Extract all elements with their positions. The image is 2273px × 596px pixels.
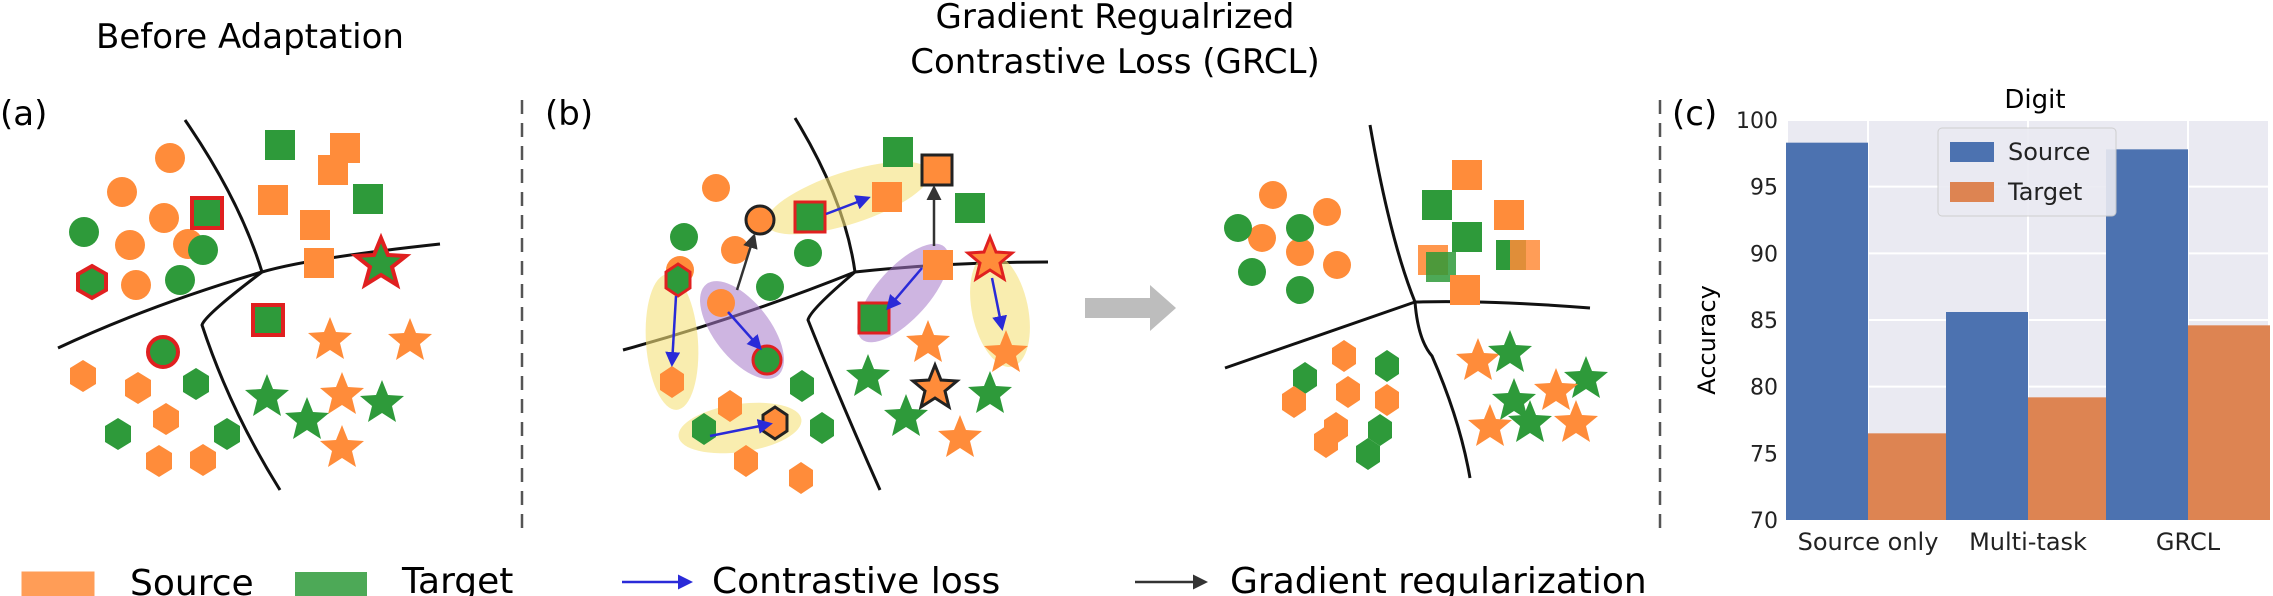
panel-b-after (1224, 124, 1608, 479)
bar-source (1946, 312, 2028, 520)
source-circles-b-after (1248, 181, 1351, 279)
decision-boundaries-b-after (1224, 124, 1591, 479)
target-stars-a (245, 232, 412, 439)
panel-a: (a) Before Adaptation (0, 17, 441, 491)
target-squares-a (190, 130, 383, 337)
panel-b-title-line1: Gradient Regualrized (936, 0, 1295, 37)
gradient-arrows-b (735, 185, 942, 291)
panel-c: (c) Digit Accuracy 70 75 80 85 90 95 100Source… (1672, 85, 2270, 556)
bar-source (2106, 149, 2188, 521)
y-axis-label: Accuracy (1693, 285, 1721, 395)
y-tick-label: 80 (1750, 376, 1778, 401)
panel-a-title: Before Adaptation (96, 17, 404, 57)
decision-boundaries-a (57, 119, 441, 491)
panel-c-label: (c) (1672, 94, 1717, 134)
source-stars-b (906, 232, 1028, 457)
x-tick-label: Source only (1798, 528, 1939, 556)
target-hexagons-a (76, 263, 240, 450)
bar-target (2188, 325, 2270, 520)
x-tick-label: Multi-task (1969, 528, 2087, 556)
target-squares-b (793, 137, 985, 335)
legend-target-label: Target (401, 561, 513, 596)
source-hexagons-a (70, 360, 216, 477)
bar-source (1786, 142, 1868, 520)
y-tick-label: 85 (1750, 309, 1778, 334)
y-tick-label: 70 (1750, 509, 1778, 534)
panel-a-label: (a) (0, 94, 47, 134)
legend-target-swatch (295, 572, 367, 596)
transition-arrow-icon (1085, 285, 1176, 331)
legend-gradient-label: Gradient regularization (1230, 561, 1647, 596)
y-tick-label: 100 (1736, 109, 1778, 134)
contrastive-arrows-b (665, 195, 1008, 438)
source-squares-a (258, 133, 360, 278)
legend-source-swatch (21, 571, 95, 596)
source-hexagons-b (660, 366, 813, 494)
target-stars-b (846, 354, 1012, 436)
source-squares-b (872, 153, 954, 280)
target-circles-b-after (1224, 214, 1314, 304)
y-tick-label: 90 (1750, 242, 1778, 267)
chart-title: Digit (2004, 85, 2065, 115)
target-circles-b (670, 223, 822, 376)
source-circles-a (107, 143, 203, 300)
chart-legend-label: Target (2007, 178, 2082, 206)
y-tick-label: 75 (1750, 442, 1778, 467)
chart-legend-label: Source (2008, 138, 2090, 166)
source-stars-a (308, 317, 432, 467)
stars-b-after (1456, 330, 1608, 446)
bottom-legend: Source Target Contrastive loss Gradient … (21, 561, 1647, 596)
target-circles-a (69, 217, 218, 369)
chart-legend-swatch (1950, 182, 1994, 202)
bar-target (1868, 433, 1950, 520)
x-tick-label: GRCL (2156, 528, 2221, 556)
panel-b: (b) Gradient Regualrized Contrastive Los… (545, 0, 1320, 494)
legend-contrastive-label: Contrastive loss (712, 561, 1000, 596)
y-tick-label: 95 (1750, 176, 1778, 201)
target-hexagons-b (664, 262, 834, 445)
hexagons-b-after (1282, 340, 1399, 470)
legend-source-label: Source (130, 563, 254, 596)
bar-target (2028, 397, 2110, 520)
panel-b-title-line2: Contrastive Loss (GRCL) (910, 42, 1319, 82)
chart-legend-swatch (1950, 142, 1994, 162)
panel-b-label: (b) (545, 94, 593, 134)
squares-b-after (1418, 160, 1540, 305)
